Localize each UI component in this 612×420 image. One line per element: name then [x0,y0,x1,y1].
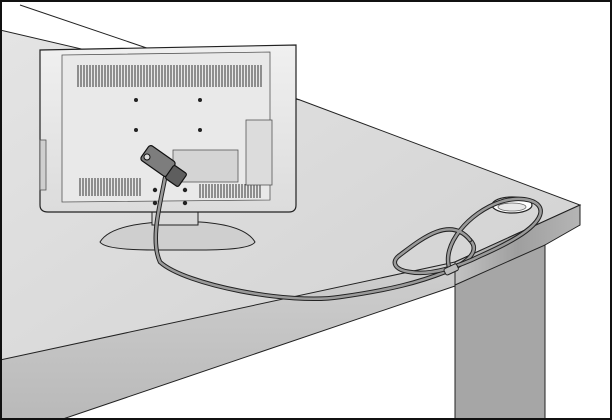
lock-keyhole [144,154,150,160]
tv-side-jack-panel [246,120,272,185]
stand-screw [153,188,157,192]
stand-screw [183,201,187,205]
vesa-hole [198,128,202,132]
stand-screw [153,201,157,205]
tv-left-edge-slot [40,140,46,190]
vesa-hole [198,98,202,102]
vesa-hole [134,98,138,102]
vesa-hole [134,128,138,132]
stand-screw [183,188,187,192]
table-cable-hole-inner [498,203,526,211]
